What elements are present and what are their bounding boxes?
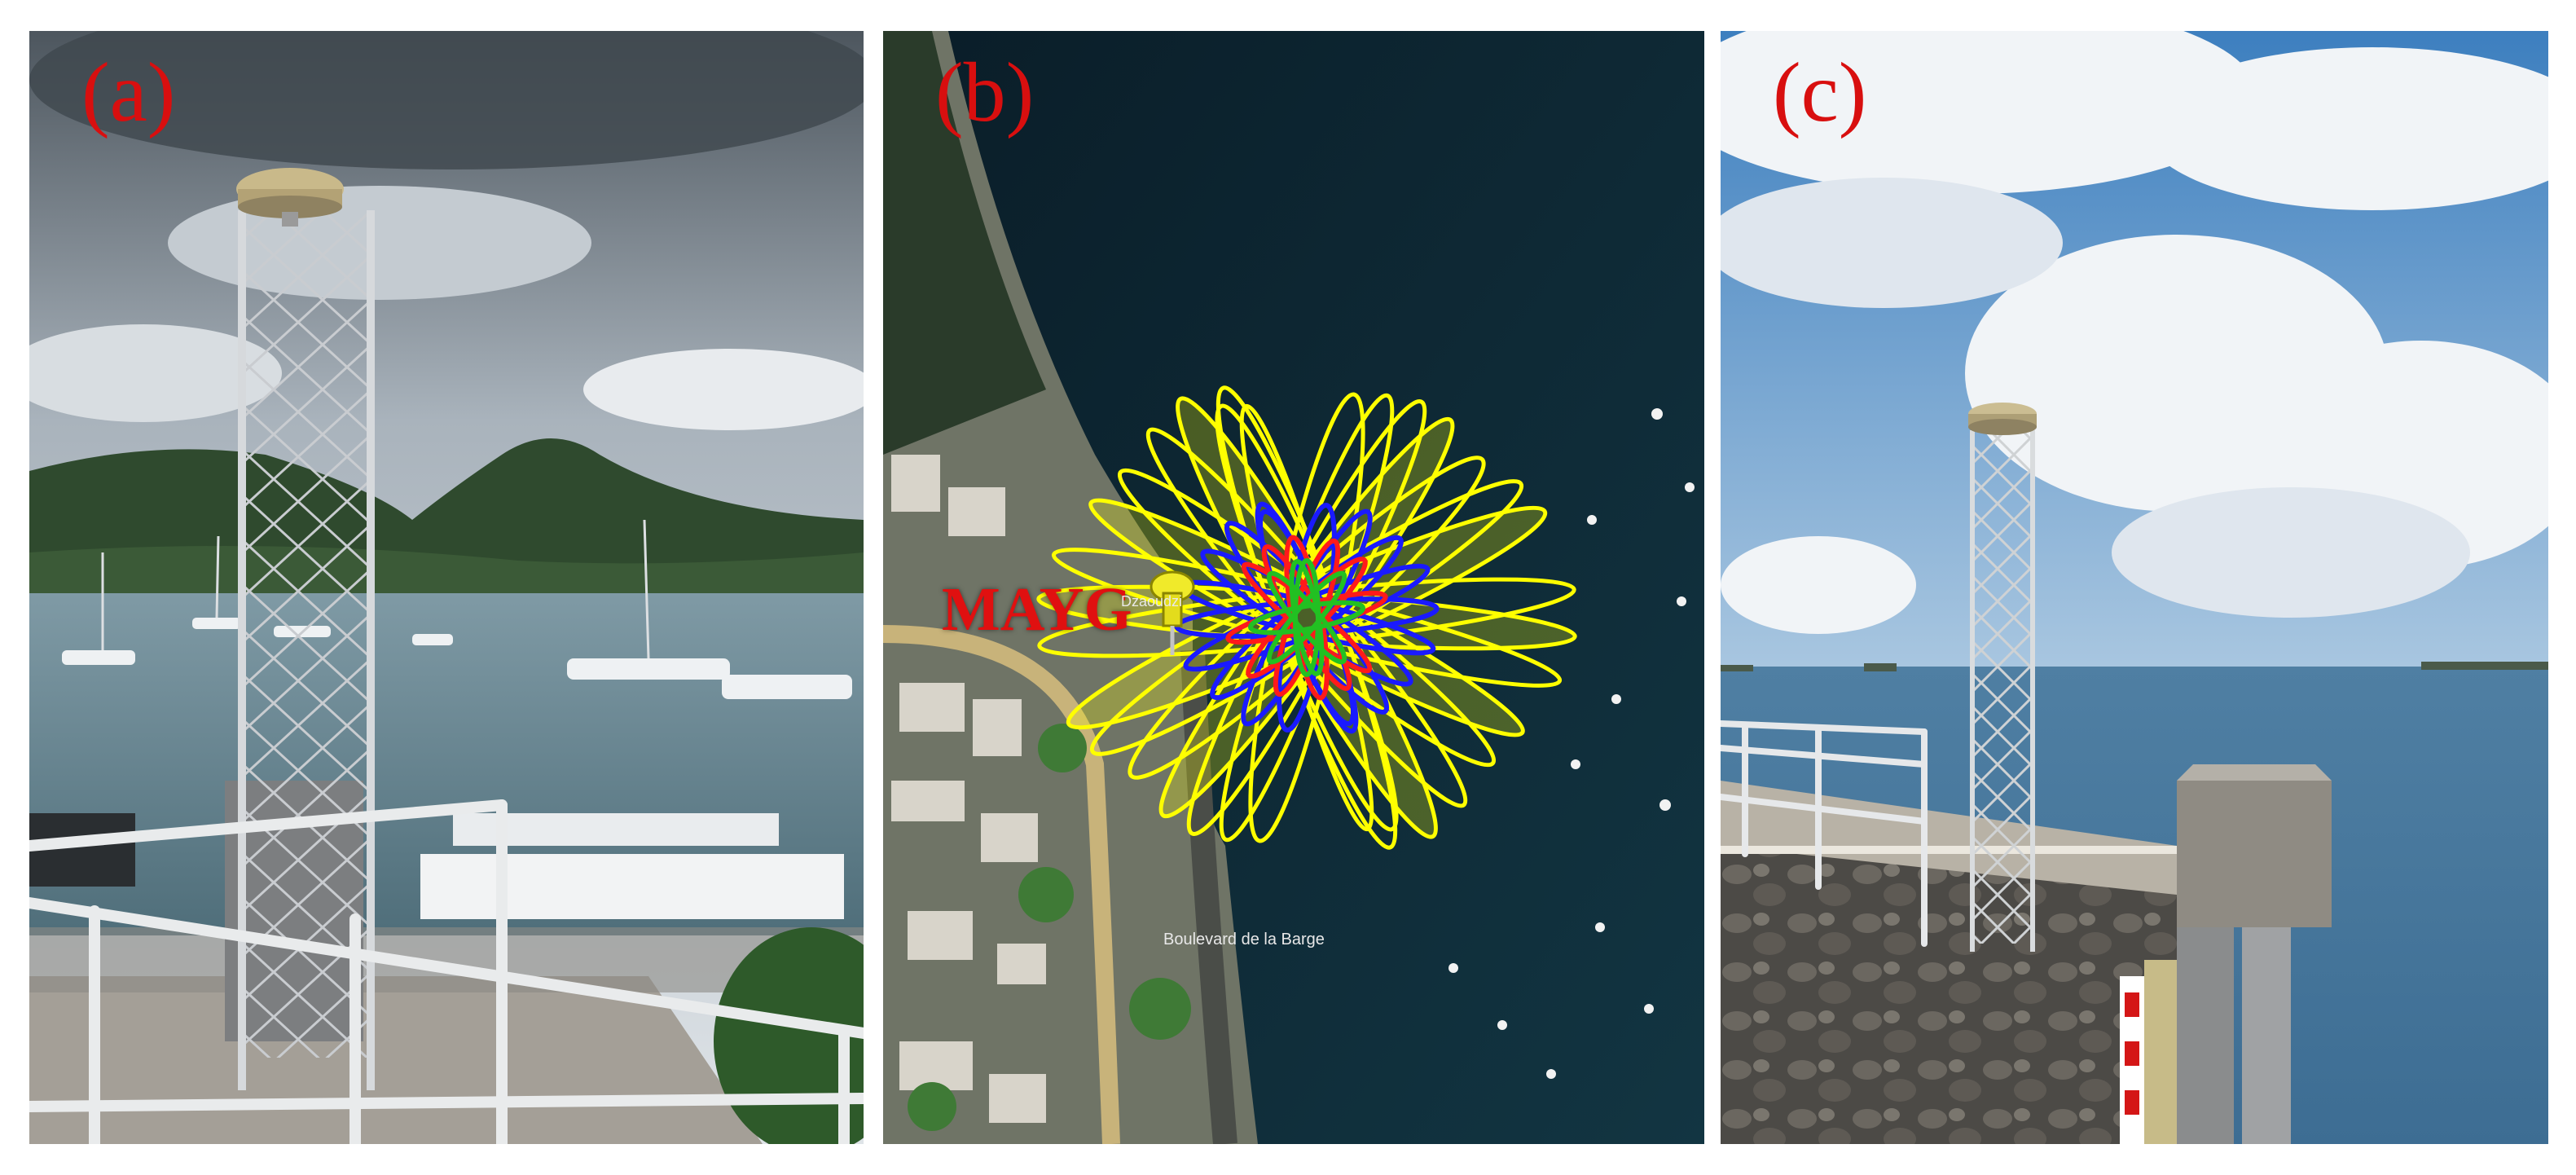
panel-c-label: (c) (1773, 46, 1867, 139)
gnss-antenna-icon (236, 168, 344, 227)
panel-c-photo: (c) (1721, 31, 2548, 1144)
station-label: MAYG (942, 575, 1132, 644)
gnss-antenna-icon (1968, 403, 2037, 435)
seawall-photo (1721, 31, 2548, 1144)
panel-a-label: (a) (81, 46, 176, 139)
map-place-label: Dzaoudzi (1121, 593, 1183, 610)
map-pin-icon (1150, 570, 1195, 655)
map-street-label: Boulevard de la Barge (1163, 931, 1325, 948)
harbour-photo (29, 31, 864, 1144)
panel-a-photo: (a) (29, 31, 864, 1144)
panel-b-map: MAYG Dzaoudzi Boulevard de la Barge (b) (883, 31, 1704, 1144)
satellite-map (883, 31, 1704, 1144)
panel-b-label: (b) (935, 46, 1035, 139)
